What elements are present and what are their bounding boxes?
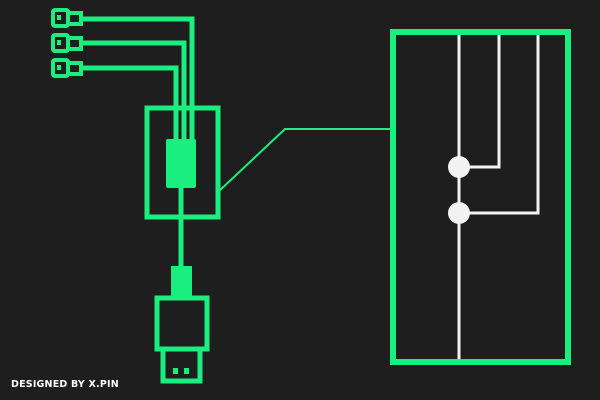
small-plug-2: [51, 33, 83, 53]
junction-block: [166, 139, 196, 188]
small-plug-1: [51, 8, 83, 28]
main-plug-body: [154, 295, 210, 352]
detail-wire-3: [459, 35, 540, 215]
detail-wire-2: [459, 35, 501, 169]
solder-joint-2: [448, 202, 470, 224]
main-plug-strain-relief: [171, 266, 192, 300]
small-plug-3: [51, 58, 83, 78]
designer-credit: DESIGNED BY X.PIN: [11, 379, 119, 390]
cable-2: [82, 40, 187, 152]
cable-3: [82, 65, 179, 152]
main-plug: [154, 266, 210, 384]
detail-frame: [390, 29, 571, 365]
detail-wires: [457, 35, 540, 359]
usb-a-plug-icon: [160, 346, 203, 384]
magnified-detail-panel: [390, 29, 571, 365]
zoom-connector-line: [217, 128, 393, 193]
solder-joint-1: [448, 156, 470, 178]
splitter-cables: [82, 16, 195, 152]
